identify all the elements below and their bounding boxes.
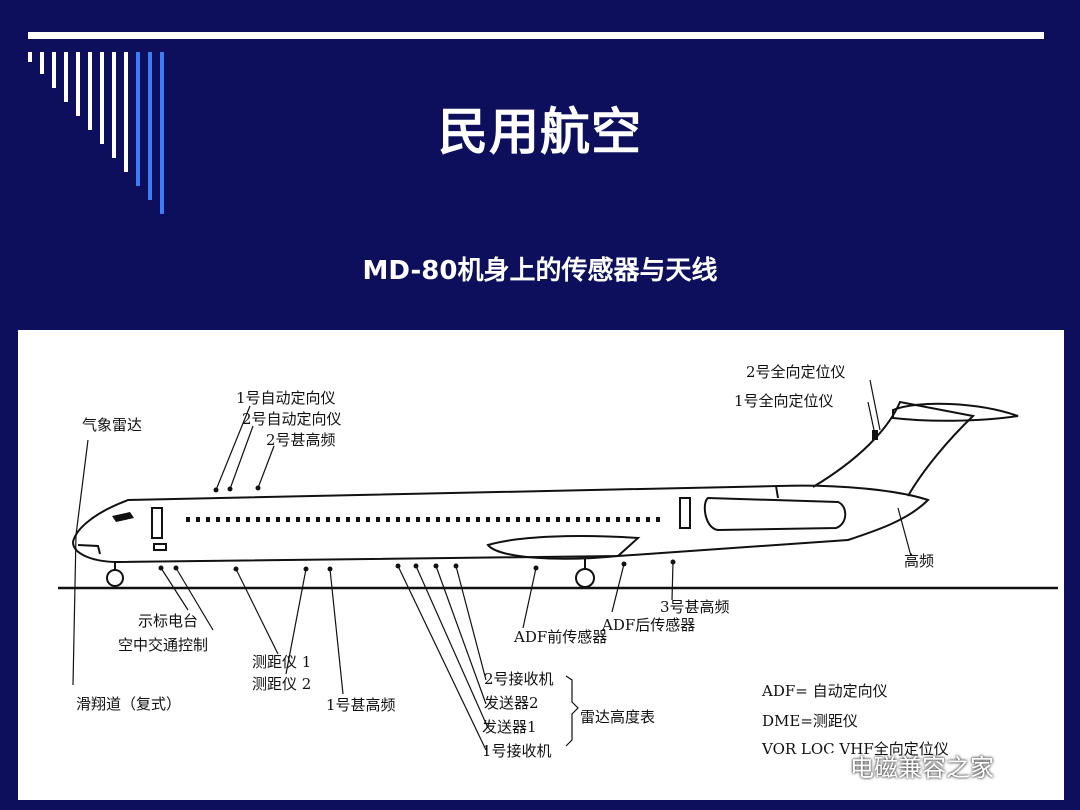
label-weather-radar: 气象雷达 xyxy=(82,416,143,434)
slide-title: 民用航空 xyxy=(438,103,642,161)
aircraft-diagram-panel: 气象雷达 1号自动定向仪 2号自动定向仪 2号甚高频 2号全向定位仪 1号全向定… xyxy=(18,330,1064,800)
label-tx2: 发送器2 xyxy=(484,694,539,712)
label-vor2: 2号全向定位仪 xyxy=(746,363,846,381)
label-dme2: 测距仪 2 xyxy=(252,675,312,693)
label-adf-rear: ADF后传感器 xyxy=(602,616,696,634)
label-adf-front: ADF前传感器 xyxy=(514,628,608,646)
wechat-icon xyxy=(820,753,849,776)
label-glideslope: 滑翔道（复式） xyxy=(76,695,182,713)
label-rx1: 1号接收机 xyxy=(482,742,552,760)
label-dme1: 测距仪 1 xyxy=(252,653,312,671)
title-rule xyxy=(28,32,1044,39)
legend-adf: ADF= 自动定向仪 xyxy=(762,682,888,700)
label-adf1: 1号自动定向仪 xyxy=(236,389,336,407)
label-tx1: 发送器1 xyxy=(482,718,537,736)
label-adf2: 2号自动定向仪 xyxy=(242,410,342,428)
aircraft-drawing xyxy=(58,379,1058,751)
label-radar-altimeter: 雷达高度表 xyxy=(580,708,656,726)
legend-dme: DME=测距仪 xyxy=(762,712,858,730)
legend-vor: VOR LOC VHF全向定位仪 xyxy=(762,740,949,758)
label-vhf3: 3号甚高频 xyxy=(660,598,730,616)
decorative-comb xyxy=(28,52,164,214)
label-vhf1: 1号甚高频 xyxy=(326,696,396,714)
label-rx2: 2号接收机 xyxy=(484,670,554,688)
label-vhf2: 2号甚高频 xyxy=(266,431,336,449)
label-marker: 示标电台 xyxy=(138,612,199,630)
watermark-text: 电磁兼容之家 xyxy=(850,754,994,782)
slide-subtitle: MD-80机身上的传感器与天线 xyxy=(362,256,718,286)
label-vor1: 1号全向定位仪 xyxy=(734,392,834,410)
label-atc: 空中交通控制 xyxy=(118,636,209,654)
label-hf: 高频 xyxy=(904,552,935,570)
